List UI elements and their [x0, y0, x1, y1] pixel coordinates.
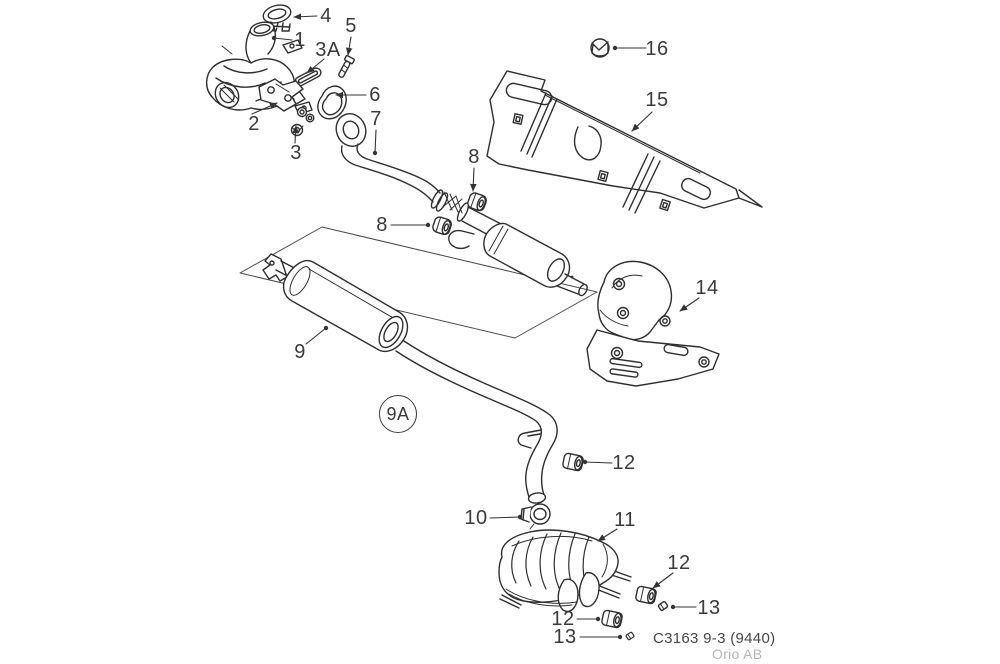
rubber-hanger-12-lower	[601, 609, 623, 629]
callout-2: 2	[248, 113, 260, 135]
clamp-8-lower	[432, 216, 452, 236]
callout-7: 7	[370, 108, 382, 130]
clamp-8-upper	[467, 192, 488, 212]
callout-13-lower: 13	[553, 626, 577, 648]
callout-14: 14	[695, 277, 719, 299]
flange-gasket	[317, 85, 347, 120]
front-exhaust-pipe	[335, 113, 588, 297]
bolt-13-lower	[625, 631, 635, 641]
rear-pipe	[395, 340, 558, 504]
rear-muffler	[498, 529, 632, 612]
heat-shield-large	[486, 70, 763, 214]
callout-16: 16	[645, 38, 669, 60]
callout-12-right: 12	[667, 552, 691, 574]
callout-4: 4	[320, 5, 332, 27]
nut-16	[590, 38, 610, 58]
callout-9: 9	[294, 341, 306, 363]
callout-12-lower: 12	[551, 608, 575, 630]
bolt-13-right	[657, 600, 669, 612]
callout-9a: 9A	[379, 395, 417, 433]
rubber-hanger-12-pipe	[562, 452, 584, 472]
callout-1: 1	[294, 29, 306, 51]
callout-10: 10	[464, 507, 488, 529]
callout-3a: 3A	[315, 39, 341, 61]
nuts-3	[290, 106, 315, 137]
callout-8-upper: 8	[468, 146, 480, 168]
callout-8-lower: 8	[376, 214, 388, 236]
publisher-brand: Orio AB	[712, 646, 763, 662]
centre-muffler	[262, 253, 409, 353]
callout-3: 3	[290, 142, 302, 164]
callout-15: 15	[645, 89, 669, 111]
rubber-hanger-12-right	[635, 585, 657, 605]
mounting-bracket	[258, 78, 304, 112]
pipe-clamp-10	[520, 503, 551, 530]
callout-5: 5	[345, 15, 357, 37]
callout-13-right: 13	[697, 597, 721, 619]
leader-lines	[251, 13, 700, 640]
callout-6: 6	[369, 84, 381, 106]
drawing-code: C3163 9-3 (9440)	[653, 630, 776, 647]
bolt-5	[338, 54, 355, 78]
callout-12-pipe: 12	[612, 452, 636, 474]
heat-shield-small	[586, 260, 720, 387]
callout-11: 11	[614, 509, 636, 531]
